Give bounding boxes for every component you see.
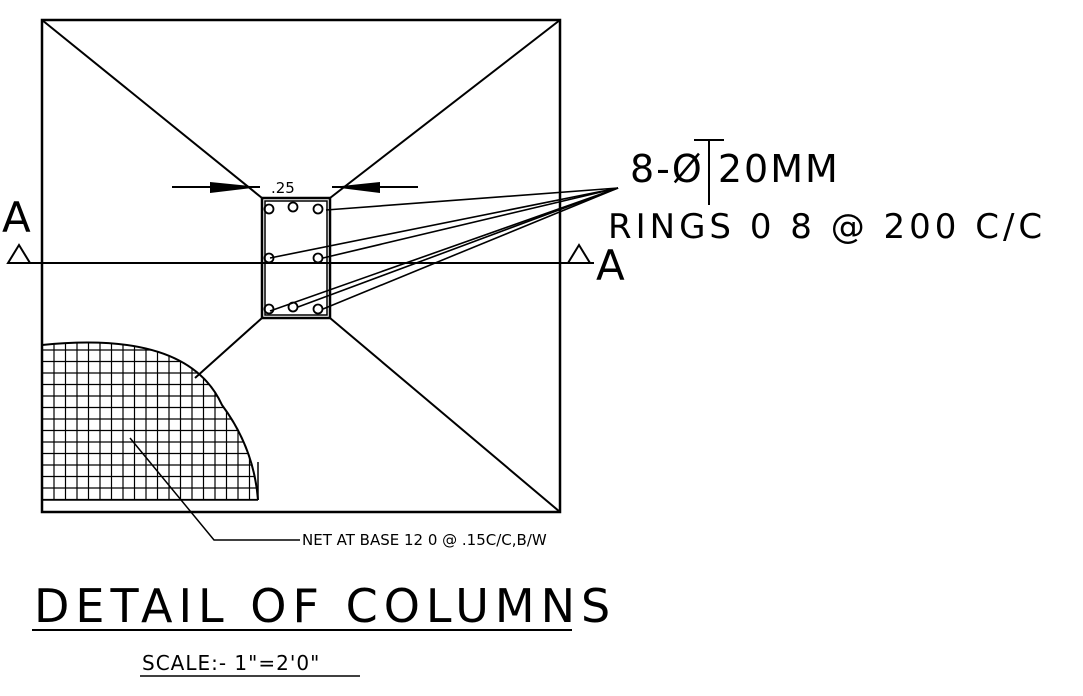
dimension-arrow-left <box>332 182 380 193</box>
dimension-arrow-right <box>210 182 260 193</box>
base-net-grid <box>42 342 258 500</box>
rebar-circle-8 <box>312 303 324 315</box>
rebar-leader-1 <box>325 187 619 211</box>
section-mark-left: A <box>2 193 31 242</box>
footing-outer-outline <box>40 18 562 514</box>
section-mark-right: A <box>596 241 625 290</box>
column-width-label: .25 <box>271 179 295 197</box>
rebar-leader-2 <box>269 187 619 259</box>
scale-label: SCALE:- 1"=2'0" <box>142 651 320 675</box>
column-outline <box>260 196 332 320</box>
footing-slope-lines <box>41 19 561 513</box>
rebar-leader-5 <box>297 187 619 308</box>
section-marker-left-triangle <box>6 243 32 264</box>
net-note-label: NET AT BASE 12 0 @ .15C/C,B/W <box>302 531 547 549</box>
section-marker-right-triangle <box>566 243 592 264</box>
column-width-dimension <box>172 182 418 193</box>
rebar-main-label: 8-Ø 20MM <box>630 147 840 191</box>
net-leader-line <box>129 437 300 541</box>
rebar-leader-3 <box>322 187 619 259</box>
rebar-leader-4 <box>269 187 619 312</box>
rings-label: RINGS 0 8 @ 200 C/C <box>608 207 1046 247</box>
rebar-circle-2 <box>287 201 299 213</box>
rebar-leader-6 <box>322 187 619 310</box>
rebar-circle-5 <box>312 252 324 264</box>
rebar-leader-lines <box>269 187 619 312</box>
rebar-circle-6 <box>263 303 275 315</box>
drawing-title: DETAIL OF COLUMNS <box>34 579 616 633</box>
rebar-circle-3 <box>312 203 324 215</box>
diameter-symbol <box>694 139 724 205</box>
rebar-circle-1 <box>263 203 275 215</box>
